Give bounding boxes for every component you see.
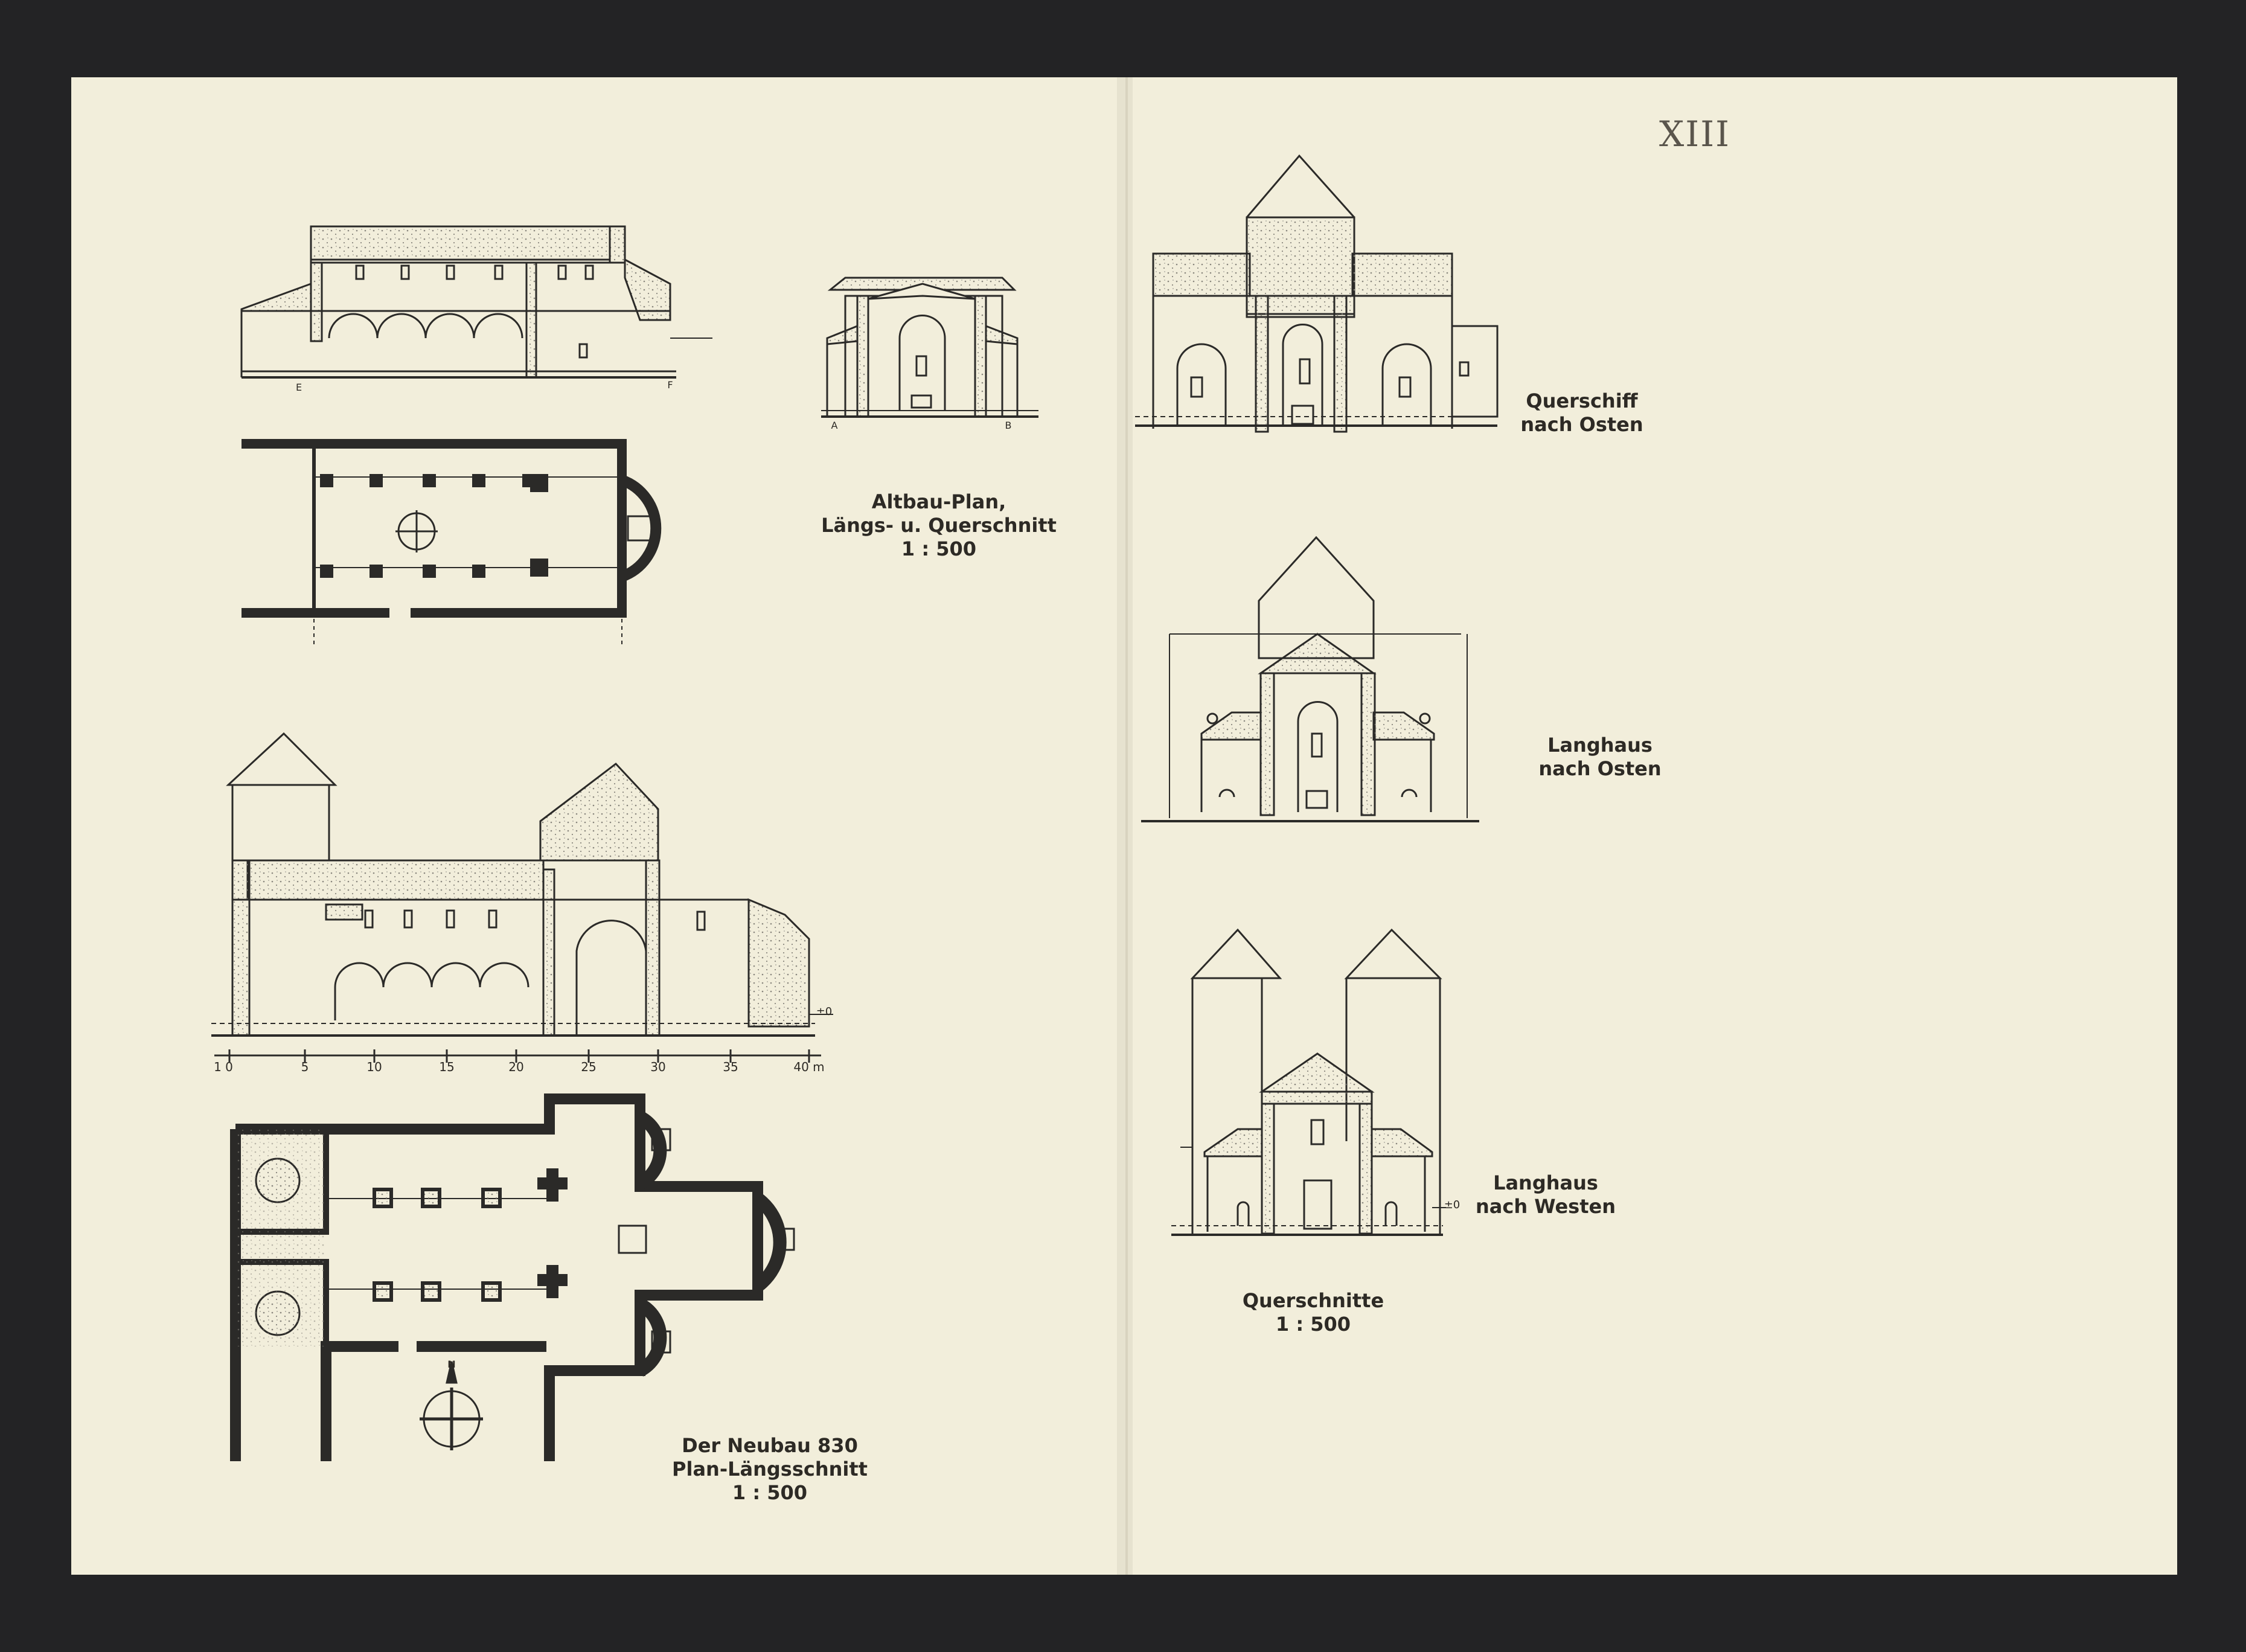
caption-querschnitte-line2: 1 : 500 (1275, 1313, 1351, 1336)
section-mark-e: E (295, 382, 302, 393)
altbau-plan (242, 439, 662, 646)
caption-neubau-line1: Der Neubau 830 (682, 1434, 858, 1457)
level-mark: ±0 (1444, 1199, 1461, 1211)
north-arrow-label: N (447, 1359, 456, 1370)
langhaus-westen-section (1171, 928, 1446, 1236)
caption-querschiff-line1: Querschiff (1526, 389, 1638, 412)
altbau-cross-section (821, 277, 1038, 418)
section-mark-f: F (667, 379, 673, 391)
scale-tick-label: 15 (439, 1060, 455, 1074)
caption-neubau-line2: Plan-Längsschnitt (672, 1458, 868, 1481)
caption-langhaus-westen: Langhaus nach Westen (1461, 1171, 1630, 1218)
scale-tick-label: 5 (301, 1060, 309, 1074)
scale-tick-label: 25 (581, 1060, 597, 1074)
caption-langhaus-westen-line2: nach Westen (1476, 1195, 1616, 1218)
neubau-longitudinal-section (211, 732, 833, 1037)
neubau-plan (230, 1093, 795, 1461)
caption-querschiff-line2: nach Osten (1520, 413, 1643, 437)
scale-tick-label: 10 (366, 1060, 382, 1074)
caption-neubau: Der Neubau 830 Plan-Längsschnitt 1 : 500 (628, 1434, 912, 1505)
caption-neubau-line3: 1 : 500 (732, 1481, 808, 1505)
caption-langhaus-osten: Langhaus nach Osten (1515, 734, 1684, 781)
caption-altbau-line2: Längs- u. Querschnitt (821, 514, 1057, 537)
caption-querschiff: Querschiff nach Osten (1497, 389, 1666, 437)
scale-tick-label: 20 (508, 1060, 524, 1074)
scale-tick-label: 30 (650, 1060, 666, 1074)
altbau-longitudinal-section (240, 225, 712, 379)
caption-altbau-line1: Altbau-Plan, (871, 490, 1006, 513)
level-mark: ±0 (816, 1005, 833, 1018)
page-number: XIII (1659, 114, 1731, 155)
querschiff-section (1135, 154, 1499, 433)
section-mark-a: A (831, 420, 838, 431)
caption-langhaus-osten-line2: nach Osten (1538, 757, 1662, 781)
page-gutter-shadow (1117, 77, 1133, 1575)
scale-tick-label: 35 (723, 1060, 738, 1074)
langhaus-osten-section (1141, 536, 1479, 822)
caption-langhaus-westen-line1: Langhaus (1493, 1171, 1598, 1194)
caption-langhaus-osten-line1: Langhaus (1547, 734, 1653, 757)
caption-querschnitte-line1: Querschnitte (1242, 1289, 1384, 1312)
scale-tick-label: 40 m (793, 1060, 825, 1074)
caption-altbau-line3: 1 : 500 (901, 537, 977, 561)
section-mark-b: B (1005, 420, 1012, 431)
caption-querschnitte: Querschnitte 1 : 500 (1226, 1289, 1401, 1336)
caption-altbau: Altbau-Plan, Längs- u. Querschnitt 1 : 5… (797, 490, 1081, 561)
scale-tick-label: 1 0 (214, 1060, 233, 1074)
scale-bar-line (214, 1049, 821, 1063)
